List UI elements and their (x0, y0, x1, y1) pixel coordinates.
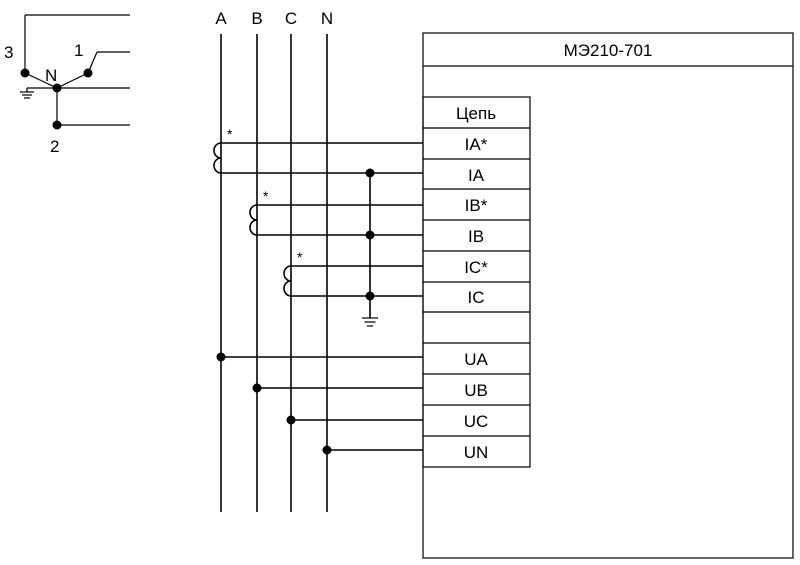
device-title: МЭ210-701 (564, 41, 653, 60)
terminal-uc: UC (464, 412, 489, 431)
vector-node-neutral (52, 83, 62, 93)
vector-arm-1 (56, 72, 89, 89)
ct-star-a: * (227, 126, 233, 142)
junction-ia (365, 168, 375, 178)
terminal-ub: UB (464, 381, 488, 400)
voltage-connections (216, 352, 423, 455)
current-transformer-c: * (283, 249, 423, 297)
phase-vector-symbol: 3 1 N 2 (4, 14, 130, 156)
terminal-ia: IA (468, 166, 485, 185)
ct-star-c: * (297, 249, 303, 265)
terminal-ua: UA (464, 350, 488, 369)
ct-coil-c (283, 265, 292, 297)
junction-ib (365, 230, 375, 240)
junction-ua (216, 352, 226, 362)
terminal-ib-star: IB* (465, 196, 488, 215)
junction-ub (252, 383, 262, 393)
terminal-table: Цепь IA* IA IB* IB IC* IC UA UB UC UN (422, 96, 531, 468)
terminal-un: UN (464, 443, 489, 462)
vector-ground-symbol (20, 88, 34, 99)
bus-label-b: B (251, 9, 262, 28)
current-transformer-a: * (213, 126, 423, 174)
junction-un (322, 445, 332, 455)
vector-label-neutral: N (45, 66, 57, 85)
vector-node-2 (52, 120, 62, 130)
vector-arm-3 (24, 72, 58, 89)
junction-ic (365, 291, 375, 301)
terminal-ic: IC (468, 288, 485, 307)
current-transformer-b: * (249, 188, 423, 236)
ct-star-b: * (263, 188, 269, 204)
terminal-ia-star: IA* (465, 135, 488, 154)
vector-node-3 (20, 68, 30, 78)
vector-label-1: 1 (74, 41, 83, 60)
ground-icon (362, 317, 378, 327)
bus-label-n: N (321, 9, 333, 28)
terminal-ib: IB (468, 227, 484, 246)
junction-uc (286, 415, 296, 425)
ct-coil-a (213, 142, 222, 174)
terminal-ic-star: IC* (464, 258, 488, 277)
ct-coil-b (249, 204, 258, 236)
vector-label-2: 2 (50, 137, 59, 156)
bus-label-c: C (285, 9, 297, 28)
current-return-bus (362, 168, 378, 327)
bus-label-a: A (215, 9, 227, 28)
terminal-header: Цепь (456, 104, 496, 123)
vector-label-3: 3 (4, 43, 13, 62)
vector-node-1 (83, 68, 93, 78)
